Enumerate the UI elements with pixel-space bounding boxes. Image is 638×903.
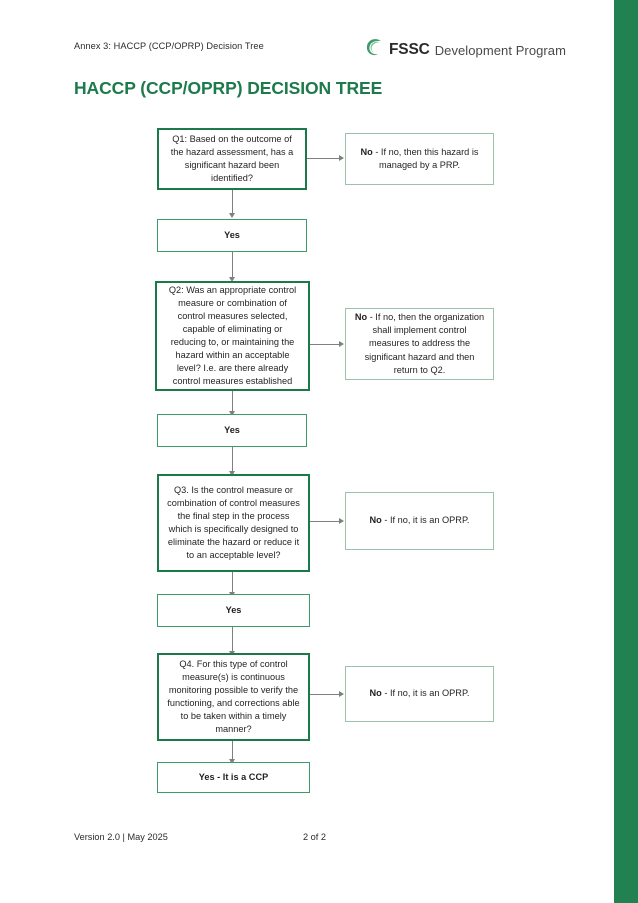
arrowhead-q3-to-q3-no (339, 518, 344, 524)
flow-node-q4-no-prefix: No (369, 688, 382, 699)
flow-node-q1-no-text: No - If no, then this hazard is managed … (353, 146, 486, 172)
arrowhead-q2-to-yes2 (229, 411, 235, 416)
connector-q2-to-yes2 (232, 391, 233, 411)
connector-yes3-to-q4 (232, 627, 233, 651)
connector-q2-to-q2-no (310, 344, 339, 345)
flow-node-q2-no: No - If no, then the organization shall … (345, 308, 494, 380)
connector-q3-to-yes3 (232, 572, 233, 592)
flow-node-q1-no-body: - If no, then this hazard is managed by … (372, 146, 479, 170)
flow-node-q2-no-prefix: No (354, 312, 368, 323)
brand-name: FSSC (388, 41, 430, 58)
flow-node-yes-2-text: Yes (224, 424, 240, 435)
arrowhead-q1-to-q1-no (339, 155, 344, 161)
flow-node-ccp-result: Yes - It is a CCP (157, 762, 310, 793)
flow-node-q2: Q2: Was an appropriate control measure o… (155, 281, 310, 391)
page-title: HACCP (CCP/OPRP) DECISION TREE (74, 78, 383, 98)
flow-node-q4-text: Q4. For this type of control measure(s) … (167, 658, 300, 735)
flow-node-q3: Q3. Is the control measure or combinatio… (157, 474, 310, 572)
arrowhead-q1-to-yes1 (229, 213, 235, 218)
connector-q1-to-yes1 (232, 190, 233, 213)
flow-node-q1-no-prefix: No (360, 146, 373, 157)
document-footer: Version 2.0 | May 2025 2 of 2 (74, 832, 566, 846)
arrowhead-q2-to-q2-no (339, 341, 344, 347)
document-header: Annex 3: HACCP (CCP/OPRP) Decision Tree … (74, 38, 566, 64)
arrowhead-q4-to-q4-no (339, 691, 344, 697)
flow-node-q4-no-body: - If no, it is an OPRP. (381, 688, 470, 699)
flow-node-q3-text: Q3. Is the control measure or combinatio… (167, 484, 300, 561)
arrowhead-yes2-to-q3 (229, 471, 235, 476)
flow-node-q1: Q1: Based on the outcome of the hazard a… (157, 128, 307, 190)
connector-q4-to-q4-no (310, 694, 339, 695)
flow-node-q4-no: No - If no, it is an OPRP. (345, 666, 494, 722)
flow-node-q1-no: No - If no, then this hazard is managed … (345, 133, 494, 185)
flow-node-q3-no: No - If no, it is an OPRP. (345, 492, 494, 550)
flow-node-q3-no-text: No - If no, it is an OPRP. (353, 514, 486, 527)
flow-node-q3-no-body: - If no, it is an OPRP. (381, 515, 470, 526)
flow-node-yes-1-text: Yes (224, 229, 240, 240)
connector-q1-to-q1-no (307, 158, 339, 159)
flow-node-q1-text: Q1: Based on the outcome of the hazard a… (170, 133, 294, 184)
flow-node-q4: Q4. For this type of control measure(s) … (157, 653, 310, 741)
flow-node-yes-2: Yes (157, 414, 307, 447)
connector-q4-to-ccp (232, 741, 233, 759)
flow-node-yes-3-text: Yes (225, 604, 242, 615)
flow-node-q2-text: Q2: Was an appropriate control measure o… (168, 284, 297, 387)
flow-node-ccp-result-text: Yes - It is a CCP (198, 771, 269, 782)
connector-q3-to-q3-no (310, 521, 339, 522)
flow-node-q4-no-text: No - If no, it is an OPRP. (353, 687, 486, 700)
flow-node-yes-3: Yes (157, 594, 310, 627)
flow-node-yes-1: Yes (157, 219, 307, 252)
annex-label: Annex 3: HACCP (CCP/OPRP) Decision Tree (74, 41, 264, 51)
fssc-brand-lockup: FSSC Development Program (365, 38, 566, 62)
footer-version-label: Version 2.0 | May 2025 (74, 832, 168, 842)
connector-yes1-to-q2 (232, 252, 233, 277)
connector-yes2-to-q3 (232, 447, 233, 471)
flow-node-q2-no-text: No - If no, then the organization shall … (353, 311, 486, 376)
brand-tagline: Development Program (434, 42, 566, 58)
flow-node-q2-no-body: - If no, then the organization shall imp… (364, 312, 485, 375)
page-edge-accent-bar (614, 0, 638, 903)
arrowhead-yes1-to-q2 (229, 277, 235, 282)
footer-page-number: 2 of 2 (303, 832, 326, 842)
flow-node-q3-no-prefix: No (369, 515, 382, 526)
arrowhead-q4-to-ccp (229, 759, 235, 764)
fssc-swirl-logo-icon (365, 38, 384, 62)
